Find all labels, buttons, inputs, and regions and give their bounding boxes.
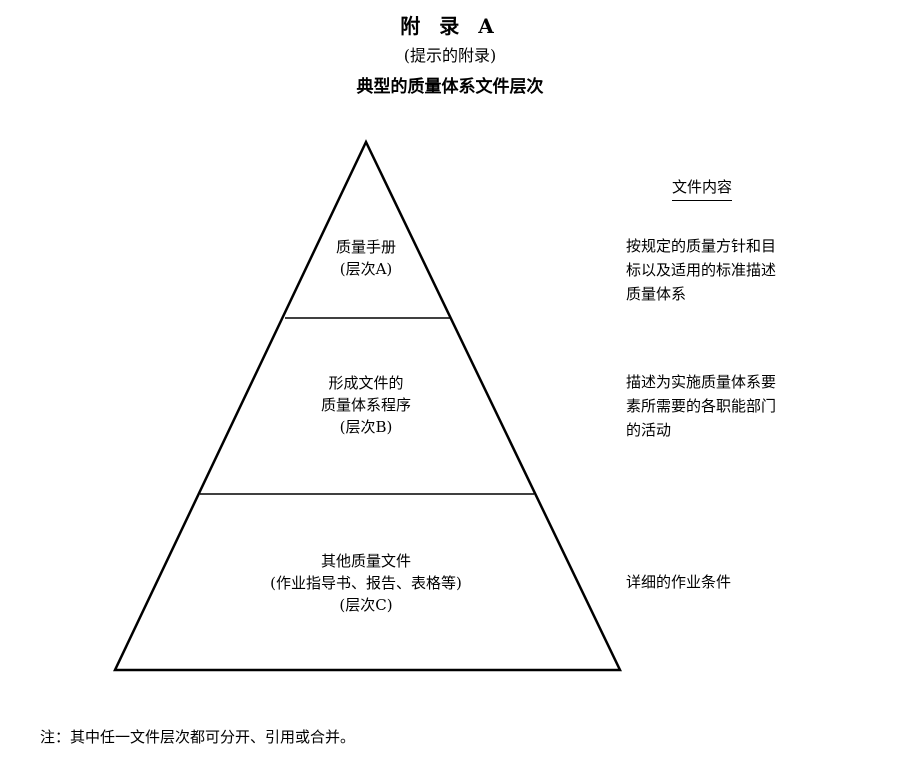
level-b-description-line2: 素所需要的各职能部门 bbox=[626, 397, 777, 415]
content-column-heading: 文件内容 bbox=[672, 176, 733, 201]
level-c-description-line1: 详细的作业条件 bbox=[626, 573, 732, 591]
level-a-name: 质量手册 bbox=[335, 238, 396, 256]
level-b-block: 形成文件的 质量体系程序 (层次B) bbox=[246, 372, 486, 438]
level-c-label: (层次C) bbox=[339, 596, 393, 614]
level-b-description-line3: 的活动 bbox=[626, 421, 672, 439]
level-b-description: 描述为实施质量体系要 素所需要的各职能部门 的活动 bbox=[626, 370, 836, 442]
level-b-description-line1: 描述为实施质量体系要 bbox=[626, 373, 777, 391]
level-a-description: 按规定的质量方针和目 标以及适用的标准描述 质量体系 bbox=[626, 234, 836, 306]
diagram-heading: 典型的质量体系文件层次 bbox=[356, 77, 544, 97]
level-c-block: 其他质量文件 (作业指导书、报告、表格等) (层次C) bbox=[206, 550, 526, 616]
level-a-description-line3: 质量体系 bbox=[626, 285, 687, 303]
footnote: 注：其中任一文件层次都可分开、引用或合并。 bbox=[40, 728, 356, 746]
level-a-label: (层次A) bbox=[339, 260, 393, 278]
level-a-description-line2: 标以及适用的标准描述 bbox=[626, 261, 777, 279]
pyramid-outline bbox=[113, 139, 622, 672]
level-a-description-line1: 按规定的质量方针和目 bbox=[626, 237, 777, 255]
appendix-title: 附 录 A bbox=[400, 14, 500, 38]
level-b-name-line2: 质量体系程序 bbox=[320, 396, 411, 414]
level-b-name-line1: 形成文件的 bbox=[328, 374, 404, 392]
level-b-label: (层次B) bbox=[339, 418, 393, 436]
level-a-block: 质量手册 (层次A) bbox=[266, 236, 466, 280]
level-c-detail: (作业指导书、报告、表格等) bbox=[270, 574, 462, 592]
level-c-description: 详细的作业条件 bbox=[626, 570, 836, 594]
level-c-name: 其他质量文件 bbox=[320, 552, 411, 570]
appendix-subtitle: (提示的附录) bbox=[403, 46, 497, 65]
